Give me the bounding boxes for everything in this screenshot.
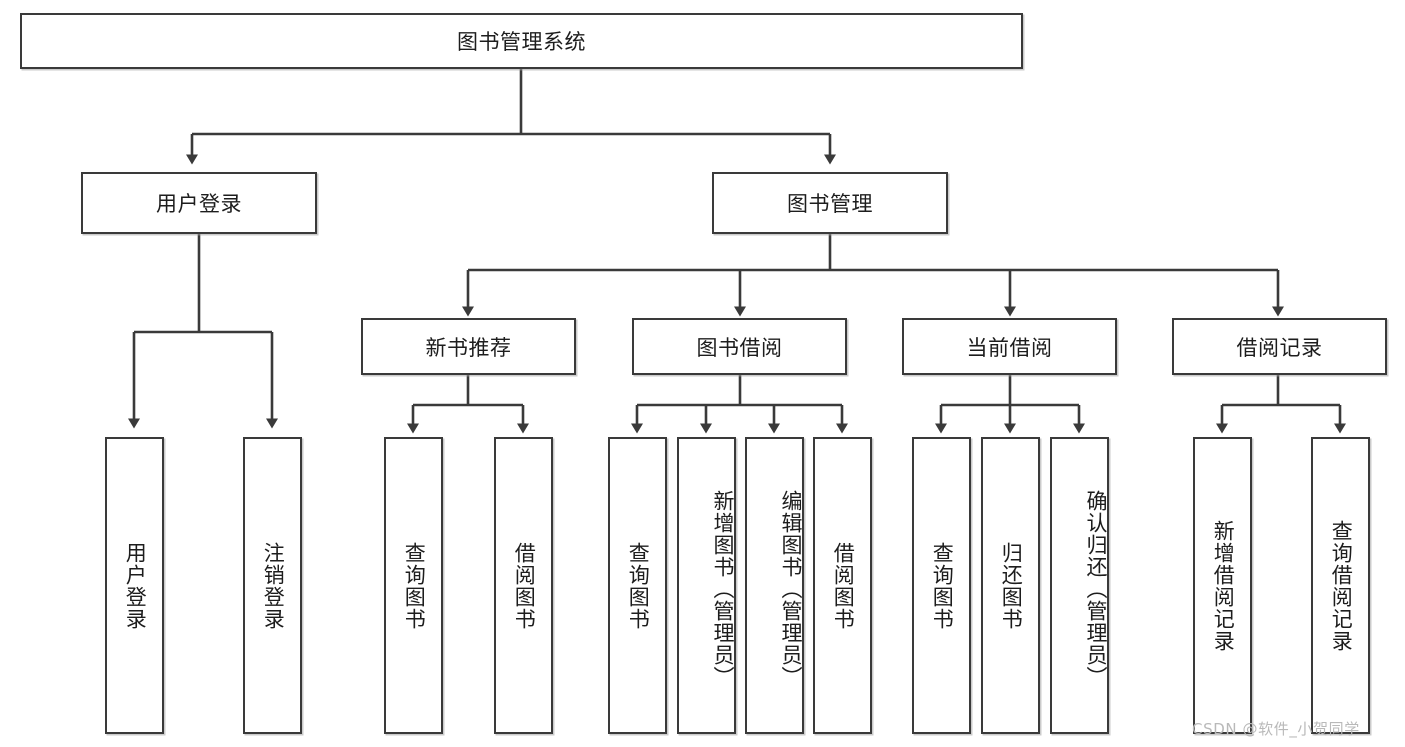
leaf-record-query-record[interactable]: 查询借阅记录	[1311, 437, 1370, 734]
node-current-borrow[interactable]: 当前借阅	[902, 318, 1117, 375]
leaf-recommend-query-book-label: 查询图书	[402, 541, 427, 630]
leaf-current-query-book-label: 查询图书	[930, 541, 955, 630]
node-root-system[interactable]: 图书管理系统	[20, 13, 1023, 69]
csdn-watermark: CSDN @软件_小贺同学	[1192, 720, 1360, 738]
leaf-current-return-book-label: 归还图书	[999, 541, 1024, 630]
node-borrow-record[interactable]: 借阅记录	[1172, 318, 1387, 375]
leaf-record-add-record-label: 新增借阅记录	[1211, 519, 1236, 652]
leaf-recommend-borrow-book[interactable]: 借阅图书	[494, 437, 553, 734]
node-book-management-label: 图书管理	[787, 192, 873, 216]
leaf-borrow-query-book-label: 查询图书	[626, 541, 651, 630]
leaf-record-add-record[interactable]: 新增借阅记录	[1193, 437, 1252, 734]
node-root-system-label: 图书管理系统	[457, 30, 586, 54]
leaf-user-login-signout-label: 注销登录	[261, 541, 286, 630]
leaf-current-return-book[interactable]: 归还图书	[981, 437, 1040, 734]
node-book-borrow-label: 图书借阅	[696, 335, 783, 360]
node-book-management[interactable]: 图书管理	[712, 172, 948, 234]
node-new-book-recommend-label: 新书推荐	[425, 335, 512, 360]
node-user-login-label: 用户登录	[156, 192, 242, 216]
leaf-record-query-record-label: 查询借阅记录	[1329, 519, 1354, 652]
node-borrow-record-label: 借阅记录	[1236, 335, 1323, 360]
node-new-book-recommend[interactable]: 新书推荐	[361, 318, 576, 375]
leaf-user-login-signout[interactable]: 注销登录	[243, 437, 302, 734]
leaf-user-login-signin-label: 用户登录	[123, 541, 148, 630]
leaf-recommend-query-book[interactable]: 查询图书	[384, 437, 443, 734]
leaf-borrow-add-book-admin-label: 新增图书（管理员）	[711, 489, 735, 688]
node-book-borrow[interactable]: 图书借阅	[632, 318, 847, 375]
leaf-current-query-book[interactable]: 查询图书	[912, 437, 971, 734]
leaf-borrow-query-book[interactable]: 查询图书	[608, 437, 667, 734]
leaf-borrow-edit-book-admin[interactable]: 编辑图书（管理员）	[745, 437, 804, 734]
leaf-user-login-signin[interactable]: 用户登录	[105, 437, 164, 734]
leaf-current-confirm-return-admin-label: 确认归还（管理员）	[1084, 489, 1108, 688]
node-user-login[interactable]: 用户登录	[81, 172, 317, 234]
leaf-borrow-borrow-book[interactable]: 借阅图书	[813, 437, 872, 734]
leaf-recommend-borrow-book-label: 借阅图书	[512, 541, 537, 630]
leaf-borrow-add-book-admin[interactable]: 新增图书（管理员）	[677, 437, 736, 734]
leaf-borrow-edit-book-admin-label: 编辑图书（管理员）	[779, 489, 803, 688]
leaf-current-confirm-return-admin[interactable]: 确认归还（管理员）	[1050, 437, 1109, 734]
leaf-borrow-borrow-book-label: 借阅图书	[831, 541, 856, 630]
node-current-borrow-label: 当前借阅	[966, 335, 1053, 360]
